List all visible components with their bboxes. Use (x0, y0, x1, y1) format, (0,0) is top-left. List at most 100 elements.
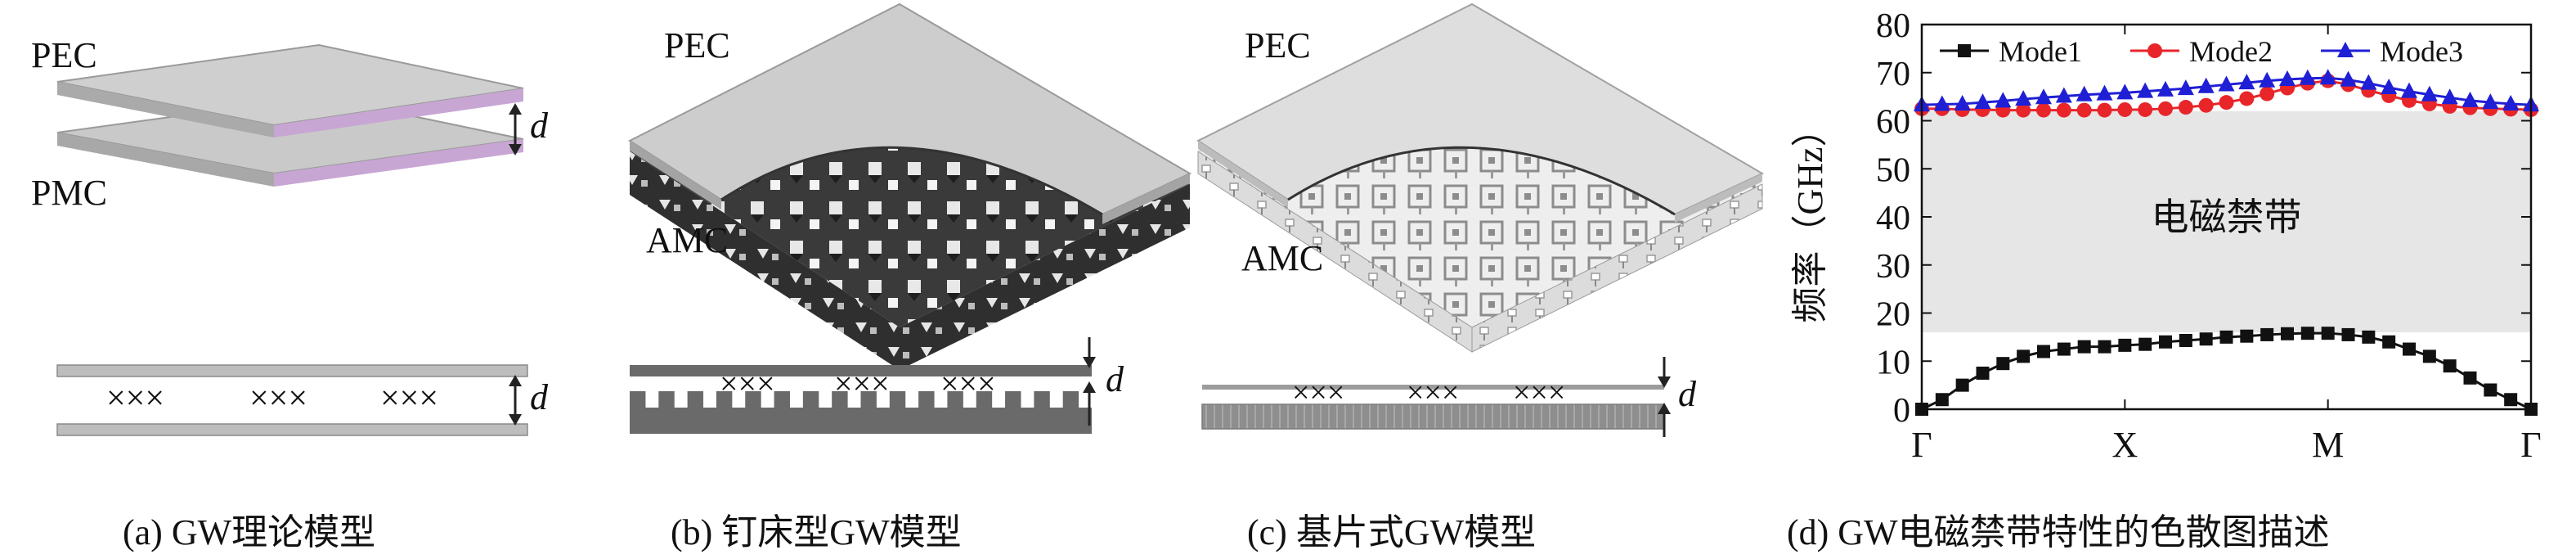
caption-a: (a) GW理论模型 (123, 512, 375, 552)
panel-c: PEC AMC ××× ××× ××× d (c) 基片式GW模型 (1196, 2, 1765, 552)
data-point (2443, 359, 2457, 373)
legend-label: Mode2 (2189, 35, 2273, 68)
data-point (2218, 75, 2235, 92)
data-point (2502, 94, 2520, 110)
data-point (2096, 84, 2113, 101)
data-point (2117, 101, 2133, 117)
data-point (2219, 95, 2234, 110)
data-point (2055, 87, 2072, 103)
data-point (2057, 342, 2071, 356)
amc-right-face (1471, 183, 1763, 353)
data-point (2300, 327, 2314, 340)
gap-label: d (1678, 374, 1697, 414)
field-crosses-3: ××× (940, 365, 996, 402)
data-point (2015, 90, 2032, 106)
y-axis-label: 频率（GHz） (1790, 110, 1830, 322)
field-crosses-2: ××× (249, 380, 307, 417)
series-line (1921, 331, 2532, 411)
pec-label: PEC (1245, 25, 1311, 65)
pmc-label: PMC (31, 173, 107, 213)
data-point (2382, 335, 2396, 349)
gap-label-cross: d (530, 377, 549, 417)
data-point (2077, 340, 2091, 354)
data-point (2362, 330, 2376, 344)
data-point (2116, 83, 2134, 100)
data-point (2137, 82, 2154, 98)
data-point (2341, 327, 2355, 341)
data-point (2177, 79, 2194, 96)
data-point (1976, 366, 1990, 380)
data-point (2016, 102, 2031, 118)
pec-plate (56, 43, 524, 137)
data-point (2178, 100, 2193, 115)
data-point (2281, 327, 2294, 340)
data-point (2299, 69, 2316, 85)
data-point (2056, 102, 2071, 118)
data-point (2403, 342, 2416, 356)
data-point (2462, 91, 2479, 107)
data-point (2098, 340, 2112, 354)
data-point (2138, 337, 2152, 351)
field-crosses-1: ××× (1292, 376, 1344, 410)
pmc-cross-section (56, 423, 528, 436)
data-point (2035, 88, 2052, 105)
legend-marker (1958, 44, 1971, 57)
band-gap-label: 电磁禁带 (2152, 196, 2302, 238)
data-point (2360, 74, 2377, 90)
x-tick-label: M (2312, 425, 2344, 465)
amc-left-face (630, 151, 900, 370)
data-point (2199, 332, 2213, 346)
gap-label: d (530, 106, 549, 146)
gap-label: d (1106, 359, 1124, 399)
x-tick-label: X (2112, 425, 2138, 465)
series-mode1 (1915, 327, 2538, 416)
data-point (2036, 102, 2051, 118)
data-point (1974, 93, 1991, 110)
data-point (1935, 393, 1949, 407)
substrate-cross-section (1201, 403, 1665, 430)
y-tick-label: 0 (1893, 392, 1910, 430)
y-tick-label: 60 (1876, 104, 1910, 142)
data-point (2321, 327, 2335, 340)
caption-c: (c) 基片式GW模型 (1247, 512, 1536, 552)
data-point (2484, 383, 2497, 397)
legend-marker (2147, 43, 2162, 58)
pec-label: PEC (664, 25, 730, 65)
x-tick-label: Γ (1911, 425, 1932, 465)
band-gap-region (1922, 110, 2531, 332)
data-point (2259, 71, 2276, 88)
data-point (1995, 92, 2012, 108)
data-point (2017, 349, 2031, 363)
data-point (1933, 95, 1950, 111)
field-crosses-2: ××× (834, 365, 890, 402)
data-point (2260, 327, 2274, 341)
caption-d: (d) GW电磁禁带特性的色散图描述 (1787, 512, 2330, 552)
pec-cross-section (1202, 385, 1664, 390)
data-point (2239, 91, 2255, 106)
field-crosses-3: ××× (380, 380, 438, 417)
data-point (2482, 93, 2499, 110)
data-point (2198, 97, 2214, 113)
data-point (2441, 88, 2458, 105)
data-point (2260, 86, 2275, 101)
data-point (2422, 349, 2436, 363)
data-point (1996, 357, 2010, 371)
legend-marker (2337, 42, 2354, 57)
data-point (2279, 70, 2296, 86)
pec-cross-section (56, 364, 528, 377)
data-point (2159, 335, 2172, 349)
field-crosses-3: ××× (1513, 376, 1565, 410)
data-point (2504, 393, 2518, 407)
x-tick-label: Γ (2520, 425, 2541, 465)
field-crosses-2: ××× (1407, 376, 1459, 410)
data-point (2097, 102, 2112, 118)
data-point (2076, 102, 2092, 118)
legend-label: Mode1 (1999, 35, 2082, 68)
panel-b: PEC AMC ××× ××× ××× d (b) 钉床型GW模型 (627, 2, 1192, 552)
data-point (2179, 333, 2192, 347)
y-tick-label: 20 (1876, 296, 1910, 334)
y-tick-label: 80 (1876, 7, 1910, 45)
y-tick-label: 30 (1876, 248, 1910, 286)
